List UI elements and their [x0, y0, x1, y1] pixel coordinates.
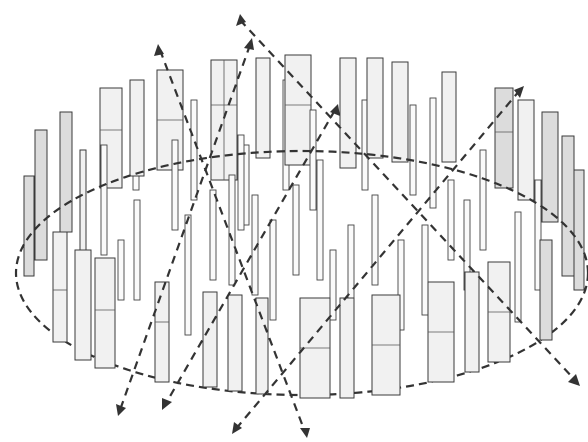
post: [329, 249, 337, 321]
post: [397, 239, 405, 331]
circulation-arrows: [116, 14, 580, 438]
post: [534, 179, 542, 291]
arrowhead: [162, 398, 172, 410]
arrowhead: [116, 404, 126, 416]
panel: [202, 291, 218, 388]
panel: [366, 57, 384, 159]
right-side-panels: [534, 135, 585, 291]
panel: [154, 281, 170, 383]
arrowhead: [236, 14, 246, 26]
panel: [573, 169, 585, 291]
middle-posts: [100, 109, 522, 336]
panel: [391, 61, 409, 163]
post: [309, 109, 317, 211]
post: [100, 144, 108, 256]
panel: [517, 99, 535, 201]
post: [371, 194, 379, 286]
post: [479, 149, 487, 251]
back-panels: [99, 54, 559, 223]
front-panels: [52, 231, 553, 399]
panel: [59, 111, 73, 233]
post: [133, 199, 141, 301]
arrow-path: [164, 109, 336, 406]
post: [514, 211, 522, 323]
post: [269, 219, 277, 321]
panel: [34, 129, 48, 261]
panel: [23, 175, 35, 277]
panel: [52, 231, 68, 343]
arrowhead: [244, 38, 254, 50]
ring-boundary: [14, 149, 588, 397]
panel: [255, 297, 269, 395]
panel: [129, 79, 145, 177]
arrowhead: [154, 44, 164, 56]
post: [409, 104, 417, 196]
panel: [339, 57, 357, 169]
arrow-path: [239, 19, 576, 381]
arrowhead: [568, 374, 580, 386]
post: [228, 174, 236, 286]
arrow-path: [234, 89, 521, 431]
arrow-path: [118, 44, 252, 411]
post: [316, 159, 324, 281]
post: [171, 139, 179, 231]
post: [117, 239, 125, 301]
post: [429, 97, 437, 209]
post: [209, 189, 217, 281]
panel: [539, 239, 553, 341]
panel: [561, 135, 575, 277]
arrow-path: [158, 49, 307, 433]
post: [184, 214, 192, 336]
panel: [94, 257, 116, 369]
panel: [464, 271, 480, 373]
arrowhead: [330, 104, 340, 116]
post: [79, 149, 87, 261]
post: [447, 179, 455, 261]
panel: [255, 57, 271, 159]
panel: [541, 111, 559, 223]
post: [190, 99, 198, 201]
panel: [74, 249, 92, 361]
arrowhead: [514, 86, 524, 98]
arrowhead: [300, 428, 310, 438]
post: [237, 134, 245, 231]
panel: [227, 294, 243, 392]
panel: [441, 71, 457, 163]
post: [421, 224, 429, 316]
post: [347, 224, 355, 306]
panel: [339, 297, 355, 399]
arrowhead: [232, 422, 242, 434]
post: [292, 184, 300, 276]
